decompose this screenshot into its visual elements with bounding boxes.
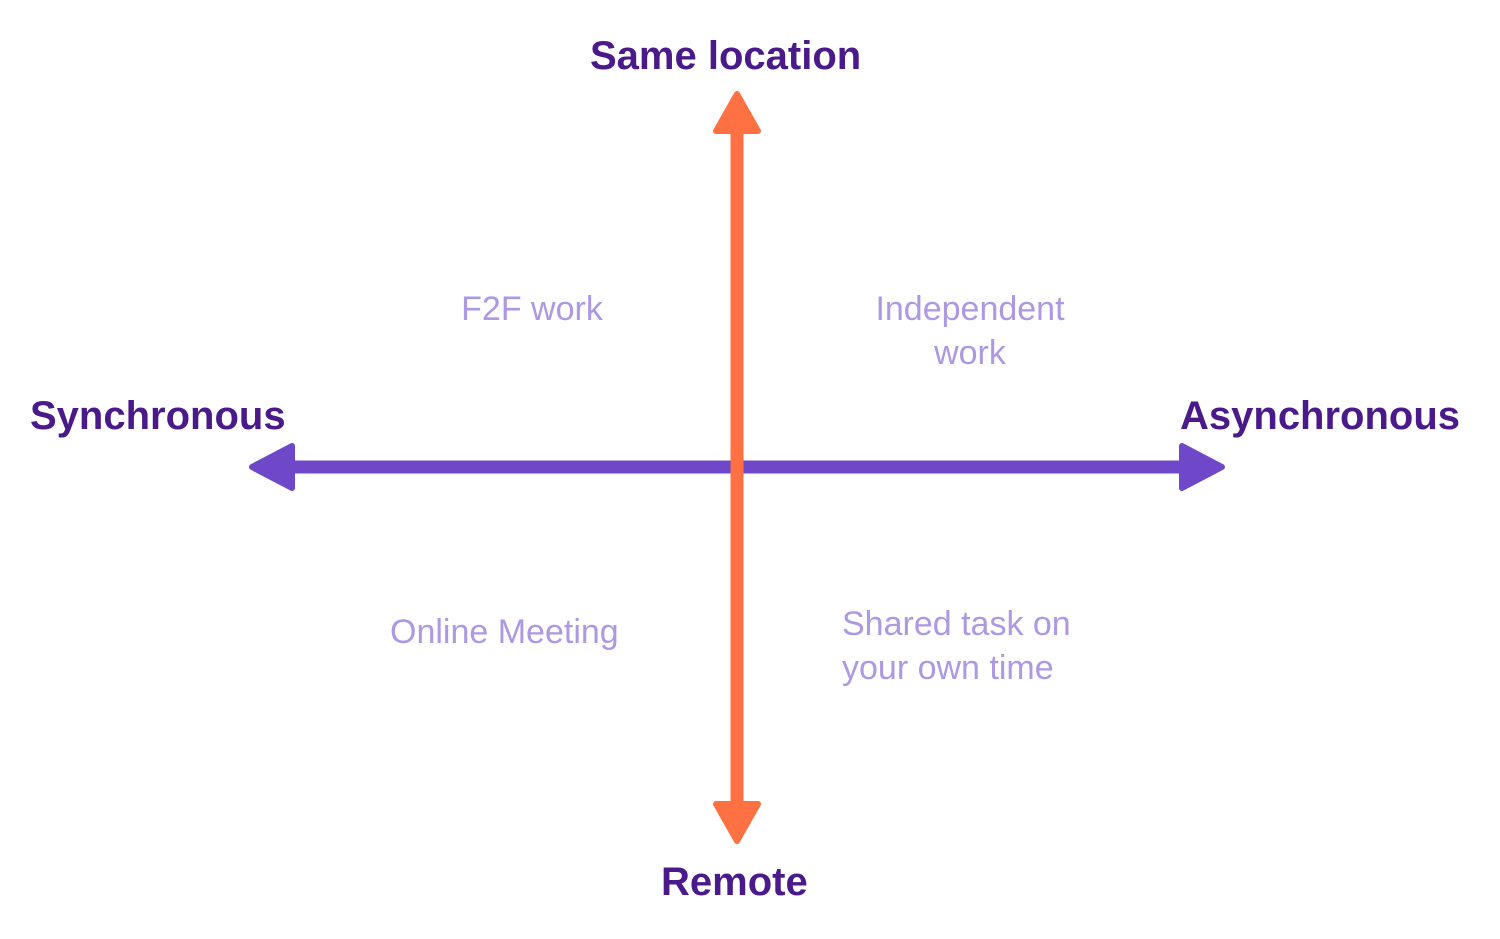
axis-label-same-location: Same location: [590, 34, 862, 78]
quadrant-text-line: Shared task on: [842, 605, 1071, 643]
quadrant-label-top-right: Independent work: [840, 287, 1100, 375]
quadrant-text-line: work: [934, 334, 1006, 372]
quadrant-label-top-left: F2F work: [432, 287, 632, 331]
quadrant-text-line: Independent: [875, 290, 1065, 328]
bottom-arrowhead: [713, 801, 761, 844]
right-arrowhead: [1179, 443, 1225, 491]
quadrant-label-bottom-right: Shared task on your own time: [842, 602, 1122, 690]
quadrant-text-line: Online Meeting: [390, 613, 619, 651]
vertical-axis-arrow: [713, 91, 761, 844]
quadrant-text-line: F2F work: [461, 290, 603, 328]
axis-label-synchronous: Synchronous: [30, 394, 286, 438]
quadrant-label-bottom-left: Online Meeting: [390, 610, 670, 654]
axis-label-asynchronous: Asynchronous: [1180, 394, 1461, 438]
quadrant-text-line: your own time: [842, 649, 1054, 687]
top-arrowhead: [713, 91, 761, 134]
axis-label-remote: Remote: [661, 860, 808, 904]
left-arrowhead: [249, 443, 295, 491]
